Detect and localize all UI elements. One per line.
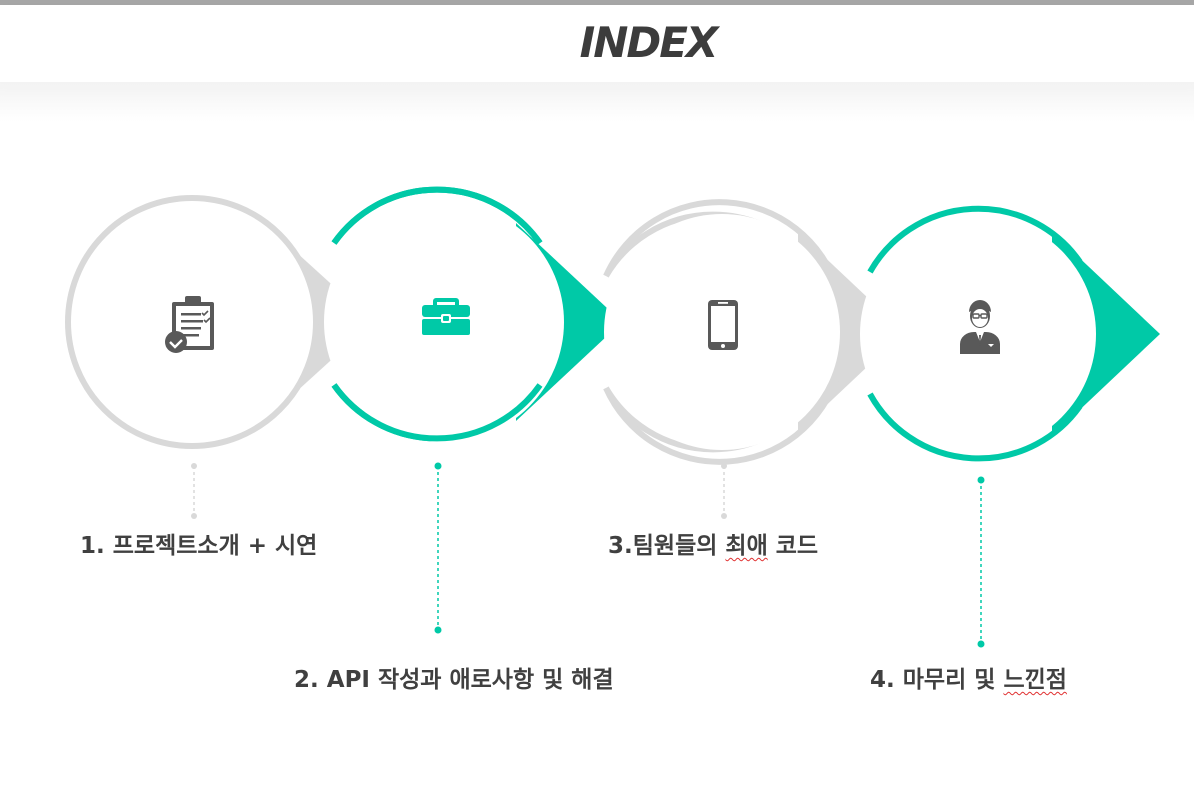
connector-4 — [977, 476, 985, 648]
item-4-text: 마무리 및 — [902, 667, 996, 693]
item-3-number: 3. — [608, 533, 633, 559]
item-2-text: API 작성과 애로사항 및 해결 — [326, 667, 614, 693]
item-3-text: 팀원들의 — [632, 533, 718, 559]
item-1-label[interactable]: 1. 프로젝트소개 + 시연 — [80, 531, 317, 561]
top-rule — [0, 0, 1194, 5]
item-2-number: 2. — [294, 667, 319, 693]
item-1-text: 프로젝트소개 + 시연 — [112, 533, 318, 559]
connector-2 — [434, 462, 442, 634]
item-3-text-tail: 코드 — [775, 533, 819, 559]
item-3-text-spellcheck: 최애 — [725, 533, 768, 559]
businessman-icon — [960, 300, 1000, 354]
item-4-label[interactable]: 4. 마무리 및 느낀점 — [870, 665, 1067, 695]
item-1-number: 1. — [80, 533, 105, 559]
clipboard-checklist-icon — [165, 296, 214, 353]
connector-1 — [191, 463, 197, 519]
connector-3 — [721, 463, 727, 519]
smartphone-icon — [708, 300, 738, 350]
item-2-label[interactable]: 2. API 작성과 애로사항 및 해결 — [294, 665, 614, 695]
step-4-shape — [860, 205, 1160, 462]
item-4-text-spellcheck: 느낀점 — [1003, 667, 1067, 693]
header-shadow — [0, 82, 1194, 122]
item-3-label[interactable]: 3.팀원들의 최애 코드 — [608, 531, 818, 561]
page-title: INDEX — [579, 18, 719, 67]
header-band — [0, 5, 1194, 83]
item-4-number: 4. — [870, 667, 895, 693]
step-2-shape — [324, 186, 622, 442]
step-3-shape — [603, 199, 904, 465]
briefcase-icon — [422, 298, 470, 335]
